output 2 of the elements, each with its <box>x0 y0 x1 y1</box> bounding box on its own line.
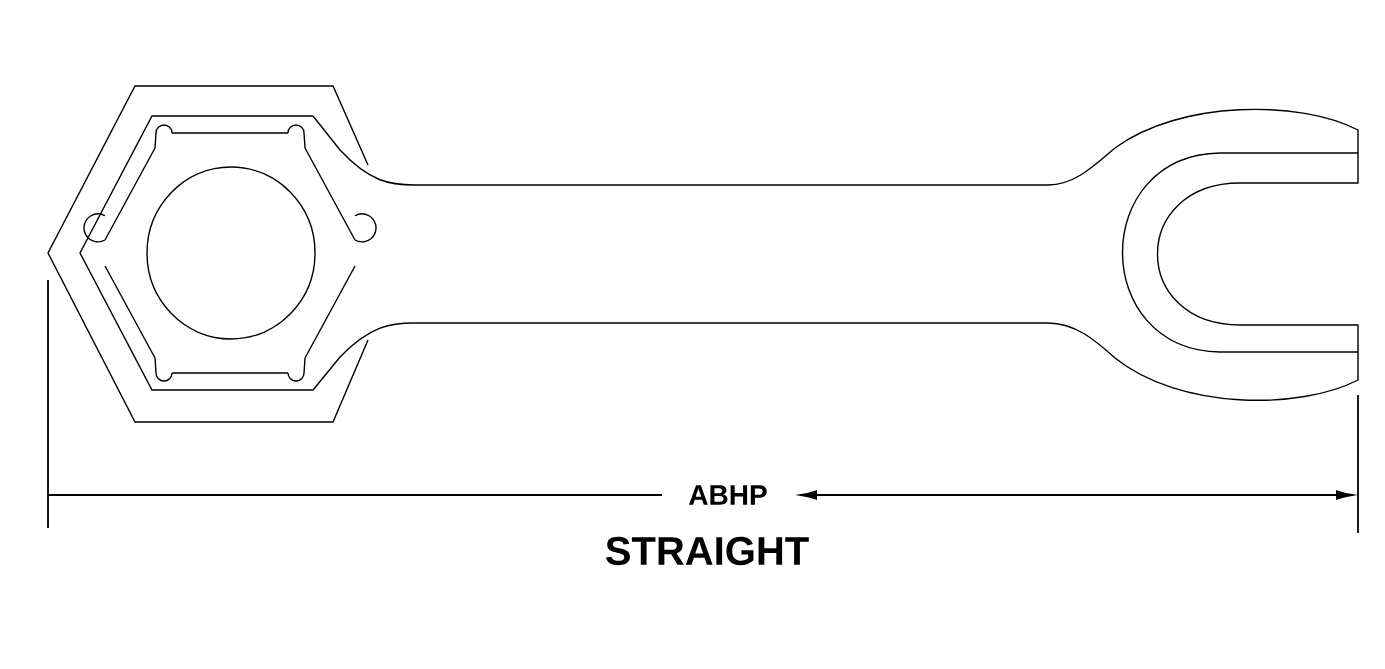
caption: STRAIGHT <box>605 536 809 566</box>
dimension-label: ABHP <box>689 485 767 505</box>
